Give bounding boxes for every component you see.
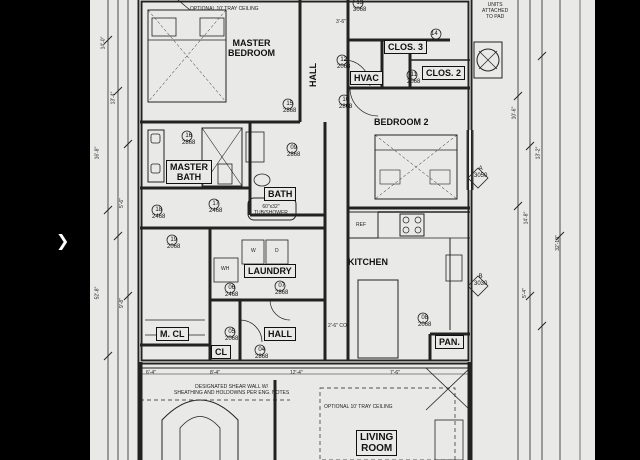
lower-hall-label: HALL [264,327,296,341]
dimension-text: 6'-4" [146,370,156,376]
washer-label: W [251,248,256,254]
kitchen-label: KITCHEN [348,257,388,267]
dimension-text: 16'-8" [94,146,101,160]
master-closet-label: M. CL [156,327,189,341]
tub-shower-note: 60"x32"TUB/SHOWER [254,204,288,216]
dimension-text: 3'-6" [336,19,346,25]
dimension-text: 13'-4" [110,91,117,105]
dimension-text: 14'-0" [100,36,107,50]
refrigerator-label: REF [356,222,366,228]
upper-hall-label: HALL [308,63,318,87]
dimension-text: 13'-2" [535,146,542,160]
dimension-text: 7'-6" [390,370,400,376]
tray-ceiling-note-top: OPTIONAL 10' TRAY CEILING [190,6,259,12]
water-heater-label: WH [221,266,230,272]
pantry-label: PAN. [435,335,464,349]
dimension-text: 8'-4" [210,370,220,376]
bath-label: BATH [264,187,297,201]
floor-plan-drawing [103,0,581,460]
dimension-text: 10'-6" [511,106,518,120]
dimension-text: 5'-6" [118,198,125,208]
dryer-label: D [275,248,279,254]
door-tag: 14 [431,31,438,37]
dimension-text: 14'-8" [523,211,530,225]
dimension-text: 32'-10" [554,235,561,251]
dimension-text: 2'-6" CO. [328,323,349,329]
closet-label: CL [211,345,231,359]
dimension-text: 5'-4" [521,288,528,298]
tray-ceiling-note-bottom: OPTIONAL 10' TRAY CEILING [324,404,393,410]
hvac-label: HVAC [350,71,383,85]
bedroom-2-label: BEDROOM 2 [374,117,429,127]
dimension-text: 9'-8" [118,298,125,308]
dimension-text: 12'-4" [290,370,303,376]
previous-image-button[interactable]: ❯ [56,232,69,250]
closet-2-label: CLOS. 2 [422,66,466,80]
laundry-label: LAUNDRY [244,264,296,278]
closet-3-label: CLOS. 3 [384,40,428,54]
dimension-text: 52'-8" [94,286,101,300]
shear-wall-note: DESIGNATED SHEAR WALL W/SHEATHING AND HO… [174,384,290,396]
chevron-right-icon: ❯ [56,231,70,250]
